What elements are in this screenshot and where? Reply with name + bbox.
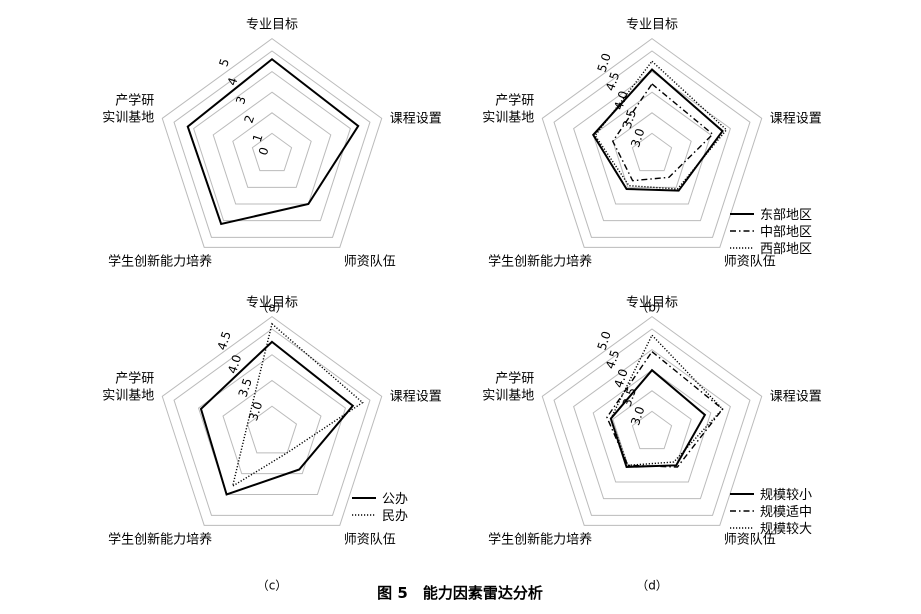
axis-label-4: 学生创新能力培养 xyxy=(488,253,592,269)
legend-label: 规模较小 xyxy=(760,488,812,503)
legend-label: 东部地区 xyxy=(760,208,812,223)
panel-label: （a） xyxy=(256,300,287,314)
legend-label: 民办 xyxy=(382,509,408,524)
ring-tick-label: 5 xyxy=(216,57,232,69)
radar-frame xyxy=(541,316,763,526)
panel-label: （d） xyxy=(636,578,668,592)
axis-label-1: 专业目标 xyxy=(626,296,678,311)
panel-label: （c） xyxy=(257,578,288,592)
ring-tick-label: 5.0 xyxy=(595,51,614,73)
radar-ring xyxy=(212,91,332,205)
radar-ring xyxy=(612,112,692,188)
radar-ring xyxy=(592,91,712,205)
ring-tick-label: 4.0 xyxy=(611,89,630,111)
axis-label-1: 专业目标 xyxy=(626,18,678,33)
series-polygon-3 xyxy=(594,60,728,190)
ring-tick-label: 4 xyxy=(225,76,241,88)
ring-tick-label: 4.5 xyxy=(603,348,622,370)
series-polygon-3 xyxy=(610,333,724,467)
axis-label-2: 课程设置 xyxy=(390,389,442,404)
ring-tick-label: 3.5 xyxy=(620,108,639,130)
ring-tick-label: 5.0 xyxy=(595,329,614,351)
radar-ring xyxy=(232,112,312,188)
axis-label-2: 课程设置 xyxy=(770,111,822,126)
radar-frame xyxy=(161,38,383,248)
axis-label-5: 产学研实训基地 xyxy=(102,370,154,403)
radar-ring xyxy=(592,369,712,483)
ring-tick-label: 3.0 xyxy=(628,127,647,149)
series-polygon-1 xyxy=(199,340,355,496)
radar-ring xyxy=(173,328,371,516)
legend-label: 规模较大 xyxy=(760,522,812,537)
radar-ring xyxy=(553,328,751,516)
axis-label-4: 学生创新能力培养 xyxy=(108,531,212,547)
ring-tick-label: 4.5 xyxy=(215,329,234,351)
radar-ring xyxy=(246,405,298,454)
axis-label-2: 课程设置 xyxy=(770,389,822,404)
legend-label: 公办 xyxy=(382,492,408,507)
ring-tick-label: 4.0 xyxy=(611,367,630,389)
axis-label-5: 产学研实训基地 xyxy=(102,92,154,125)
series-polygon-1 xyxy=(591,68,724,192)
axis-label-1: 专业目标 xyxy=(246,18,298,33)
ring-tick-label: 3.0 xyxy=(628,405,647,427)
radar-ring xyxy=(573,70,731,222)
radar-frame xyxy=(161,316,383,526)
axis-label-2: 课程设置 xyxy=(390,111,442,126)
radar-ring xyxy=(173,50,371,238)
axis-label-3: 师资队伍 xyxy=(344,254,396,269)
series-polygon-2 xyxy=(606,350,724,468)
radar-ring xyxy=(553,50,751,238)
ring-tick-label: 2 xyxy=(242,113,258,125)
panel-label: （b） xyxy=(636,300,668,314)
axis-label-4: 学生创新能力培养 xyxy=(108,253,212,269)
radar-ring xyxy=(631,410,673,450)
series-polygon-2 xyxy=(612,82,714,182)
axis-label-3: 师资队伍 xyxy=(344,532,396,547)
axis-label-3: 师资队伍 xyxy=(724,254,776,269)
radar-ring xyxy=(222,379,322,475)
figure-caption: 图 5 能力因素雷达分析 xyxy=(377,584,543,602)
ring-tick-label: 4.5 xyxy=(603,70,622,92)
legend-label: 西部地区 xyxy=(760,242,812,257)
axis-label-5: 产学研实训基地 xyxy=(482,370,534,403)
ring-tick-label: 3 xyxy=(233,95,249,107)
axis-label-1: 专业目标 xyxy=(246,296,298,311)
axis-label-3: 师资队伍 xyxy=(724,532,776,547)
axis-label-4: 学生创新能力培养 xyxy=(488,531,592,547)
radar-ring xyxy=(631,132,673,172)
ring-tick-label: 1 xyxy=(250,132,266,144)
legend-label: 中部地区 xyxy=(760,225,812,240)
radar-panels: 012345专业目标课程设置师资队伍学生创新能力培养产学研实训基地（a）3.03… xyxy=(102,18,821,593)
radar-panel-2: 3.03.54.04.55.0专业目标课程设置师资队伍学生创新能力培养产学研实训… xyxy=(482,18,821,315)
series-polygon-2 xyxy=(231,322,364,488)
radar-ring xyxy=(573,348,731,500)
radar-ring xyxy=(251,132,293,172)
ring-tick-label: 0 xyxy=(256,145,272,157)
ring-tick-label: 3.0 xyxy=(246,400,265,422)
series-polygon-1 xyxy=(186,57,360,226)
radar-panel-4: 3.03.54.04.55.0专业目标课程设置师资队伍学生创新能力培养产学研实训… xyxy=(482,296,821,593)
ring-tick-label: 3.5 xyxy=(236,376,255,398)
ring-tick-label: 4.0 xyxy=(225,353,244,375)
radar-frame xyxy=(541,38,763,248)
radar-ring xyxy=(193,70,351,222)
legend-label: 规模适中 xyxy=(760,505,812,520)
axis-label-5: 产学研实训基地 xyxy=(482,92,534,125)
